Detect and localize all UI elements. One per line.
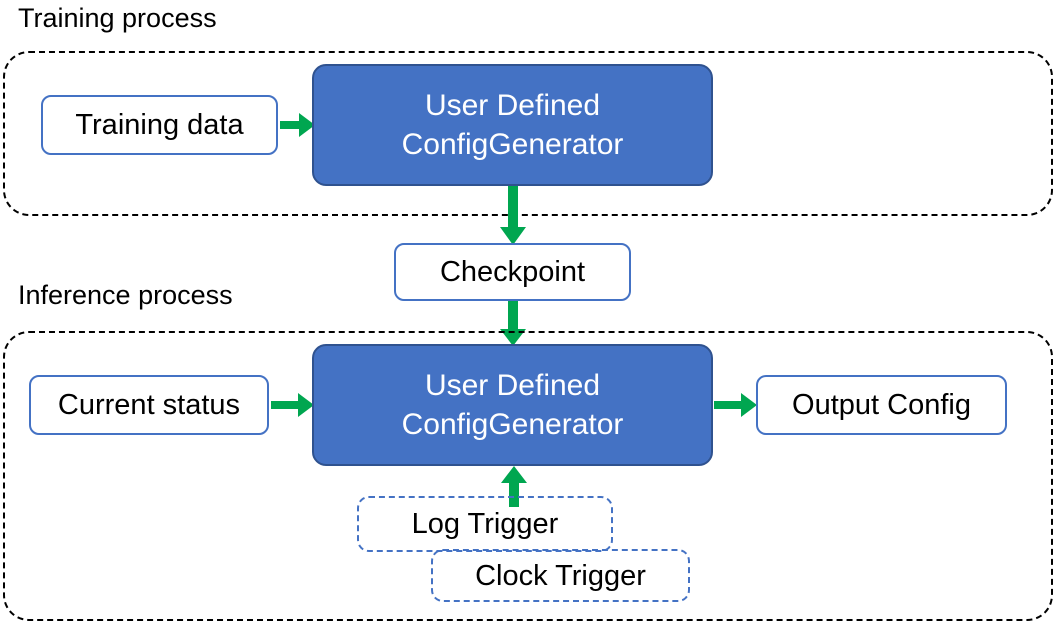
checkpoint-node[interactable]: Checkpoint bbox=[394, 243, 631, 301]
training-config-generator-line2: ConfigGenerator bbox=[401, 128, 624, 161]
checkpoint-label: Checkpoint bbox=[439, 256, 586, 288]
log-trigger-node[interactable]: Log Trigger bbox=[357, 496, 613, 552]
output-config-node[interactable]: Output Config bbox=[756, 375, 1007, 435]
training-process-container bbox=[3, 51, 1053, 216]
clock-trigger-node[interactable]: Clock Trigger bbox=[431, 549, 690, 602]
current-status-label: Current status bbox=[57, 389, 241, 421]
inference-config-generator-line2: ConfigGenerator bbox=[401, 408, 624, 441]
arrow-trigger-to-processor bbox=[500, 466, 528, 508]
training-process-label: Training process bbox=[18, 3, 217, 33]
arrow-processor-to-checkpoint bbox=[499, 186, 527, 246]
inference-process-container bbox=[3, 331, 1053, 621]
inference-process-label: Inference process bbox=[18, 280, 233, 310]
training-config-generator-line1: User Defined bbox=[424, 89, 601, 122]
arrow-current-status-to-processor bbox=[271, 392, 315, 418]
output-config-label: Output Config bbox=[792, 389, 971, 421]
clock-trigger-label: Clock Trigger bbox=[475, 559, 646, 592]
current-status-node[interactable]: Current status bbox=[29, 375, 269, 435]
arrow-right-icon bbox=[271, 393, 314, 417]
training-data-label: Training data bbox=[75, 109, 244, 141]
arrow-down-icon bbox=[500, 301, 526, 346]
training-data-node[interactable]: Training data bbox=[41, 95, 278, 155]
arrow-training-data-to-processor bbox=[280, 112, 316, 138]
arrow-checkpoint-to-inference-processor bbox=[499, 301, 527, 347]
arrow-down-icon bbox=[500, 186, 526, 245]
inference-config-generator-line1: User Defined bbox=[424, 369, 601, 402]
arrow-right-icon bbox=[280, 113, 315, 137]
training-config-generator-node[interactable]: User Defined ConfigGenerator bbox=[312, 64, 713, 186]
arrow-up-icon bbox=[501, 466, 527, 507]
inference-config-generator-node[interactable]: User Defined ConfigGenerator bbox=[312, 344, 713, 466]
arrow-processor-to-output-config bbox=[714, 392, 758, 418]
arrow-right-icon bbox=[714, 393, 757, 417]
log-trigger-label: Log Trigger bbox=[411, 508, 559, 540]
